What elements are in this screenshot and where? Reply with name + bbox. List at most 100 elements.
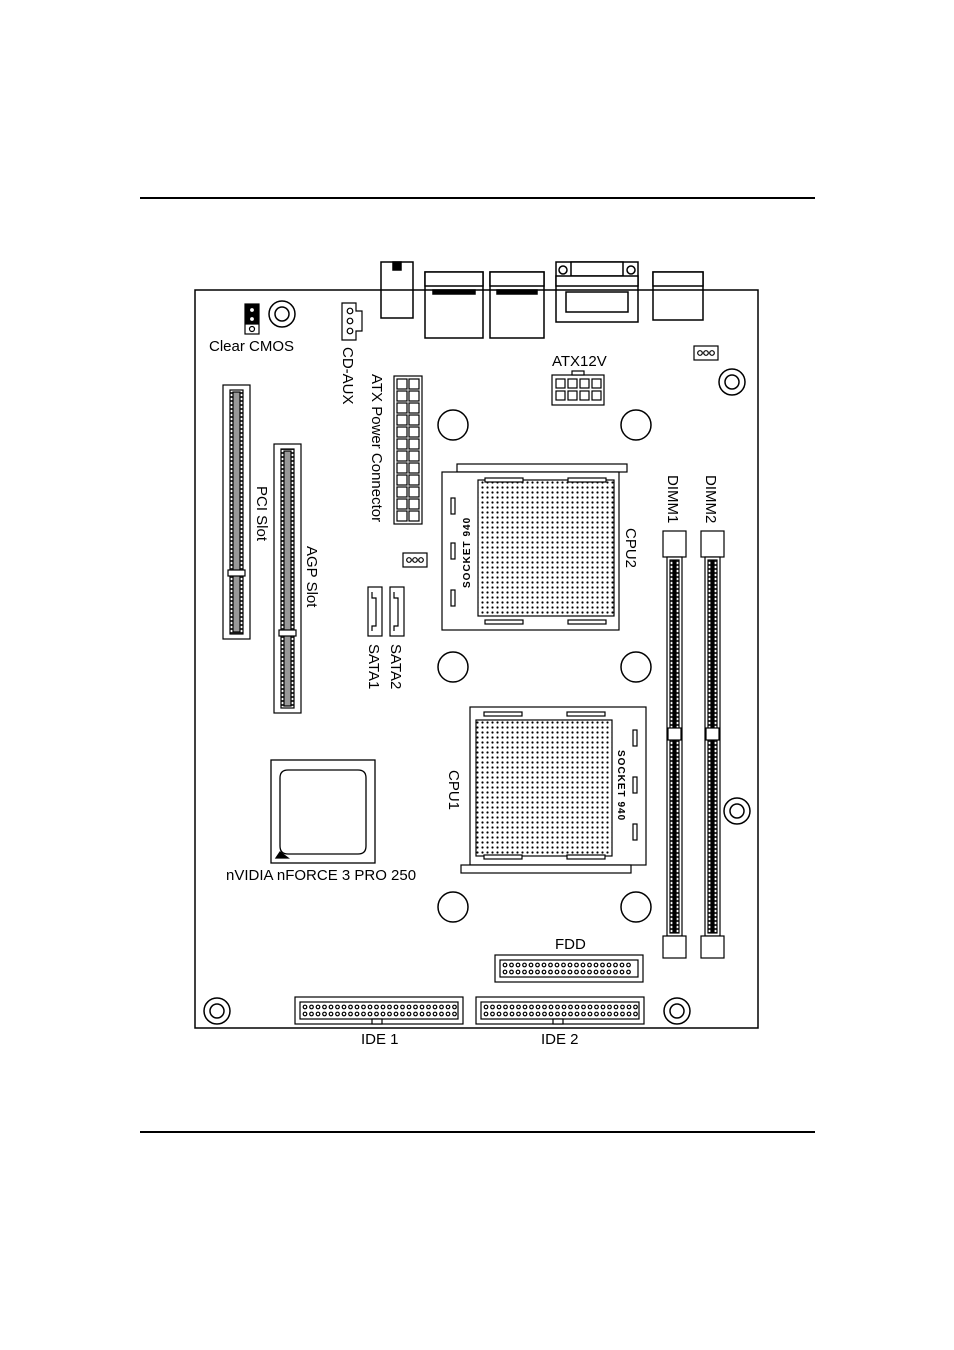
ide2-pin [504,1012,508,1016]
ide1-pin [310,1005,314,1009]
ide2-pin [569,1012,573,1016]
fdd-pin [529,963,533,967]
ide2-pin [523,1005,527,1009]
fdd-pin [601,970,605,974]
ide2-pin [582,1012,586,1016]
ide1-pin [303,1005,307,1009]
atx-power-label: ATX Power Connector [368,374,385,522]
fdd-pin [568,970,572,974]
ide2-pin [484,1012,488,1016]
ide1-pin [342,1012,346,1016]
fdd-pin [627,963,631,967]
ide1-pin [329,1005,333,1009]
atx12v-pin [592,379,601,388]
mounting-hole [269,301,295,327]
ide1-pin [381,1005,385,1009]
ide1-pin [303,1012,307,1016]
ide1-pin [368,1012,372,1016]
ide1-pin [407,1012,411,1016]
fdd-pin [510,963,514,967]
ide2-pin [497,1005,501,1009]
ide2-pin [634,1005,638,1009]
ide2-pin [543,1005,547,1009]
heatsink-hole [438,892,468,922]
atx-pin [397,475,407,485]
ide2-pin [621,1005,625,1009]
mounting-hole [719,369,745,395]
fdd-pin [529,970,533,974]
fdd-pin [503,963,507,967]
atx-pin [409,379,419,389]
ide1-pin [433,1005,437,1009]
fdd-pin [523,970,527,974]
heatsink-hole [621,652,651,682]
ide2-pin [562,1005,566,1009]
ide1-pin [342,1005,346,1009]
atx-pin [397,427,407,437]
dimm1-label: DIMM1 [664,475,681,523]
fdd-pin [562,963,566,967]
ide1-pin [394,1012,398,1016]
ide2-pin [484,1005,488,1009]
ide2-pin [634,1012,638,1016]
ide1-pin [440,1012,444,1016]
mounting-hole [664,998,690,1024]
ide2-pin [536,1012,540,1016]
heatsink-hole [438,652,468,682]
ide2-pin [491,1012,495,1016]
fdd-pin [594,963,598,967]
mounting-hole [204,998,230,1024]
ide2-pin [491,1005,495,1009]
fdd-pin [516,970,520,974]
atx-pin [397,487,407,497]
ide1-pin [414,1012,418,1016]
fdd-pin [516,963,520,967]
atx-pin [409,511,419,521]
ide2-pin [517,1012,521,1016]
agp-slot [274,444,301,713]
atx-pin [397,379,407,389]
ide1-pin [323,1012,327,1016]
fdd-pin [549,970,553,974]
ide2-pin [588,1012,592,1016]
fdd-pin [607,963,611,967]
ide2-pin [608,1012,612,1016]
fdd-pin [607,970,611,974]
fdd-pin [555,963,559,967]
atx-pin [409,427,419,437]
fdd-connector [495,955,643,982]
ide1-pin [407,1005,411,1009]
ide1-pin [362,1005,366,1009]
atx-pin [397,391,407,401]
atx-pin [409,451,419,461]
ide1-pin [427,1012,431,1016]
fdd-label: FDD [555,936,586,953]
fdd-pin [627,970,631,974]
ide2-pin [614,1005,618,1009]
sata1-connector [368,587,382,636]
sata2-label: SATA2 [387,644,404,689]
ide2-pin [536,1005,540,1009]
atx-pin [409,487,419,497]
ide2-pin [510,1005,514,1009]
fdd-pin [620,963,624,967]
heatsink-hole [438,410,468,440]
ide1-pin [446,1005,450,1009]
usb-lan-port-1 [425,272,483,338]
fdd-pin [581,970,585,974]
ide2-pin [562,1012,566,1016]
ide1-pin [349,1012,353,1016]
atx-pin [409,499,419,509]
ide2-pin [549,1005,553,1009]
ide2-pin [621,1012,625,1016]
fdd-pin [542,963,546,967]
ide1-pin [355,1005,359,1009]
fdd-pin [562,970,566,974]
atx-pin [409,463,419,473]
atx-pin [409,391,419,401]
fdd-pin [568,963,572,967]
ide1-pin [316,1012,320,1016]
ide1-pin [381,1012,385,1016]
dimm2-slot [701,531,724,958]
